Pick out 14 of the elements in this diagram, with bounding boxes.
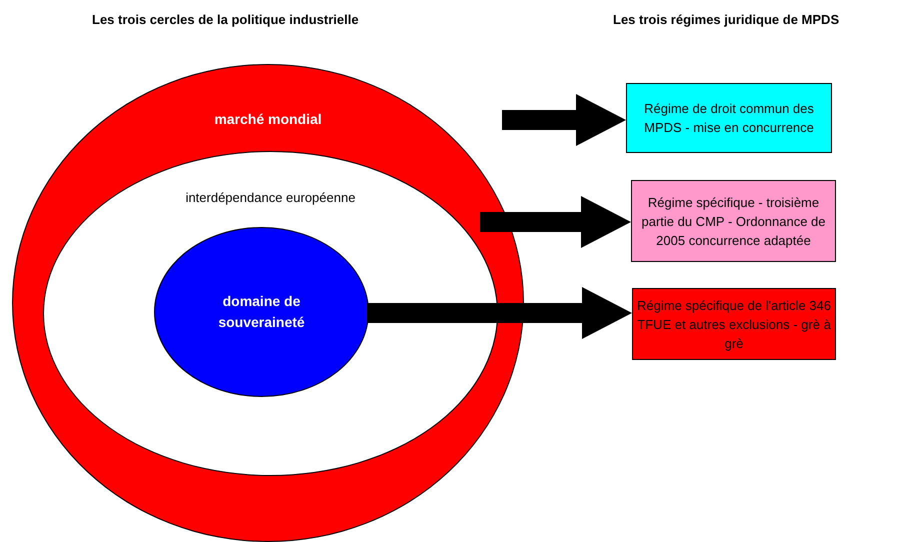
node-label: Régime spécifique de l'article 346 TFUE et autres exclusions - grè à grè [636, 296, 832, 352]
node-label: Régime de droit commun des MPDS - mise en concurrence [643, 100, 815, 137]
node-label: marché mondial [213, 110, 323, 129]
regime-box [632, 288, 836, 360]
node-label: domaine de souveraineté [217, 292, 306, 332]
column-heading: Les trois cercles de la politique industrielle [92, 11, 359, 29]
arrow [480, 196, 631, 248]
column-heading: Les trois régimes juridique de MPDS [613, 11, 840, 29]
arrow [502, 94, 626, 146]
arrow [367, 287, 632, 339]
node-label: interdépendance européenne [184, 189, 356, 207]
node-label: Régime spécifique - troisième partie du CMP - Ordonnance de 2005 concurrence adaptée [640, 194, 827, 250]
regime-box [626, 83, 832, 153]
regime-box [631, 180, 836, 262]
